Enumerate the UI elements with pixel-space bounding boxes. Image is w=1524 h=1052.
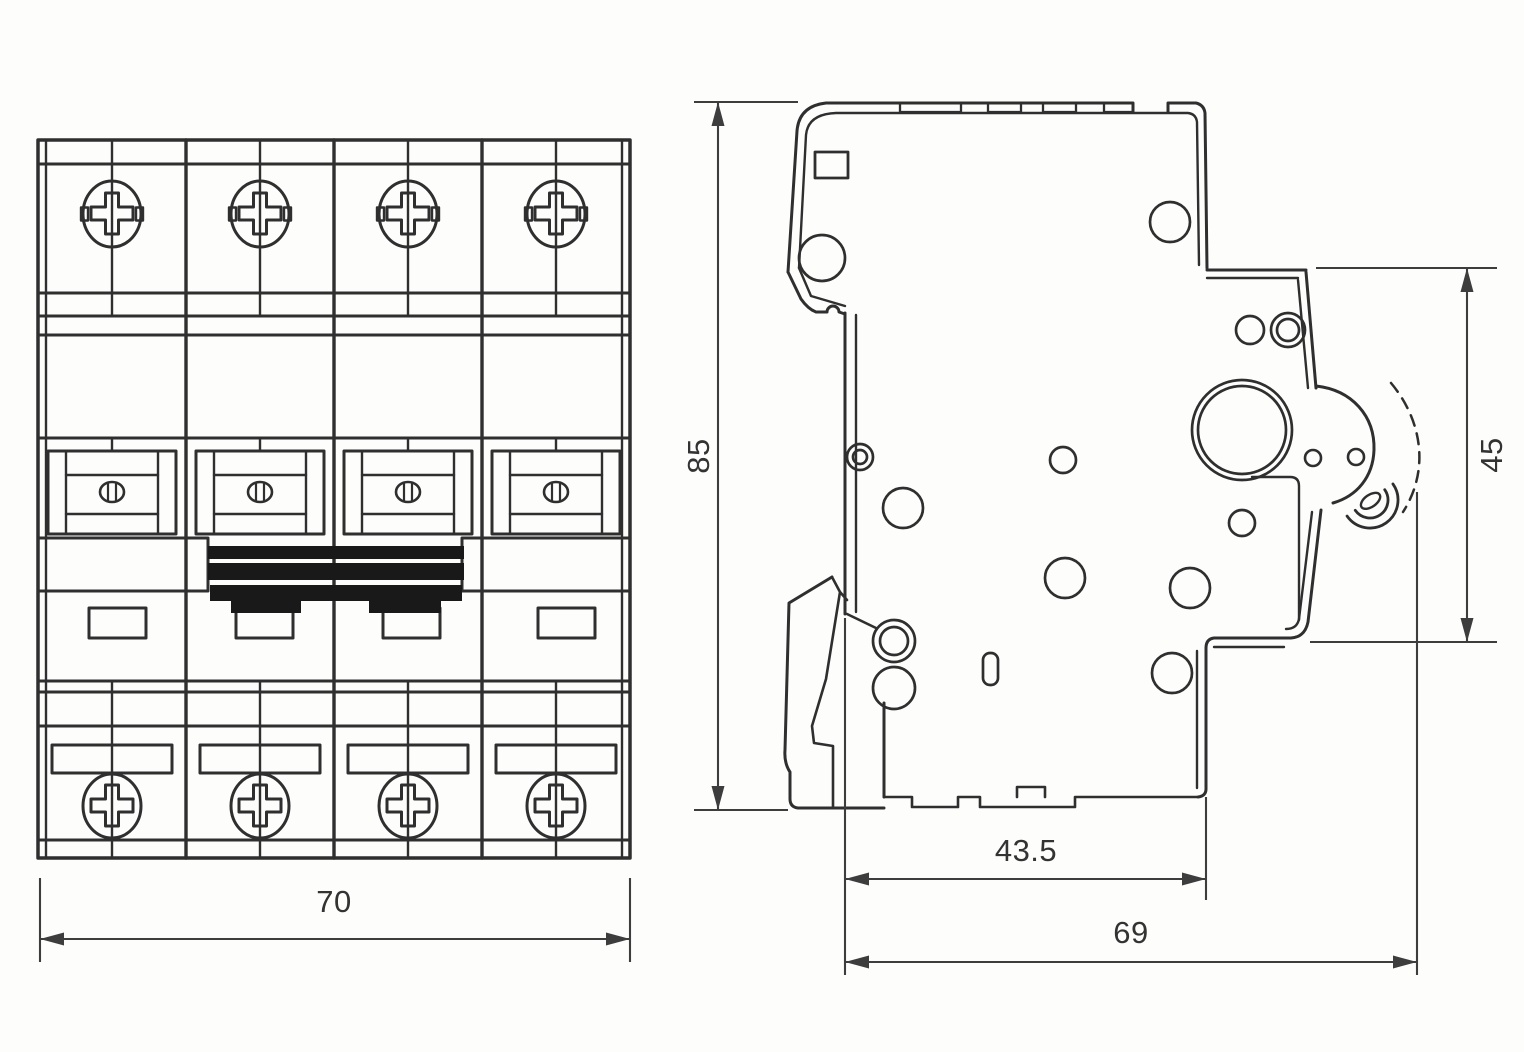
pole-centerlines bbox=[110, 138, 558, 860]
profile-top-outer bbox=[786, 101, 1209, 274]
pole-dividers bbox=[184, 138, 484, 860]
arrow-right-icon bbox=[606, 932, 630, 946]
handle-band-lines bbox=[36, 536, 632, 593]
lower-section-lines bbox=[36, 679, 632, 728]
screw-icon bbox=[375, 179, 441, 249]
hole bbox=[881, 486, 925, 530]
extension-lines bbox=[38, 878, 632, 962]
hole bbox=[1269, 311, 1307, 349]
bottom-face-pads bbox=[882, 785, 1199, 809]
dim-69-label: 69 bbox=[1113, 915, 1148, 950]
toggle-tab bbox=[231, 600, 301, 613]
extension-lines bbox=[1310, 266, 1497, 644]
terminal-block bbox=[490, 449, 622, 536]
internal-plate-line bbox=[1250, 475, 1301, 622]
mechanism-boss bbox=[1196, 384, 1288, 476]
hole bbox=[1048, 445, 1078, 475]
hole bbox=[851, 448, 869, 466]
back-step-hook bbox=[786, 270, 847, 316]
terminal-block bbox=[194, 449, 326, 536]
arrow-left-icon bbox=[845, 955, 869, 969]
hole bbox=[1043, 556, 1087, 600]
hole bbox=[871, 665, 917, 711]
dim-43-5-label: 43.5 bbox=[995, 833, 1057, 868]
mechanism-boss bbox=[1190, 378, 1294, 482]
toggle-swing-arc bbox=[1389, 381, 1421, 514]
hole bbox=[1148, 200, 1192, 244]
arrow-down-icon bbox=[711, 786, 725, 810]
indicator-window bbox=[536, 606, 597, 640]
hole bbox=[871, 618, 917, 664]
hole bbox=[1227, 508, 1257, 538]
arrow-right-icon bbox=[1182, 872, 1206, 886]
extension-lines bbox=[843, 618, 1208, 900]
screw-icon bbox=[523, 179, 589, 249]
screw-icon bbox=[79, 179, 145, 249]
extension-lines bbox=[843, 492, 1419, 975]
toggle-tab bbox=[369, 600, 441, 613]
hole bbox=[1150, 651, 1194, 695]
toggle-handle bbox=[208, 546, 464, 613]
dim-85-label: 85 bbox=[681, 438, 716, 473]
hole bbox=[878, 625, 910, 657]
vent-slots bbox=[898, 101, 1135, 114]
terminal-block bbox=[342, 449, 474, 536]
toggle-pin-hole bbox=[1303, 448, 1323, 468]
front-lower-inner bbox=[1195, 510, 1314, 790]
back-edge-jog bbox=[845, 612, 878, 630]
arrow-left-icon bbox=[845, 872, 869, 886]
upper-section-lines bbox=[36, 291, 632, 337]
terminal-blocks bbox=[46, 449, 622, 536]
front-upper-inner bbox=[1205, 276, 1310, 390]
rivet-holes bbox=[797, 200, 1307, 711]
hole bbox=[1275, 317, 1301, 343]
rating-window bbox=[813, 150, 850, 180]
bottom-screws bbox=[81, 772, 587, 840]
dimension-overall-depth: 69 bbox=[843, 492, 1419, 975]
front-view bbox=[36, 138, 632, 860]
hole bbox=[1234, 314, 1266, 346]
dimension-base-depth: 43.5 bbox=[843, 618, 1208, 900]
toggle-pivot-clip bbox=[1345, 482, 1400, 530]
front-lower-outer bbox=[1196, 508, 1323, 799]
indicator-window bbox=[87, 606, 148, 640]
dim-45-label: 45 bbox=[1474, 437, 1509, 472]
hole bbox=[1168, 566, 1212, 610]
front-housing-inner-sides bbox=[44, 138, 624, 860]
screw-icon bbox=[229, 772, 291, 840]
arrow-left-icon bbox=[40, 932, 64, 946]
dimension-front-face-height: 45 bbox=[1310, 266, 1509, 644]
screw-icon bbox=[377, 772, 439, 840]
dim-70-label: 70 bbox=[316, 884, 351, 919]
dimensions: 70 85 45 43.5 bbox=[38, 100, 1509, 975]
terminal-block bbox=[46, 449, 178, 536]
dimension-front-width: 70 bbox=[38, 878, 632, 962]
front-upper-outer bbox=[1205, 268, 1318, 390]
profile-top-inner bbox=[797, 111, 1201, 270]
toggle-bulge bbox=[1314, 384, 1376, 505]
back-step-inner bbox=[797, 266, 847, 308]
toggle-pin-hole bbox=[1346, 447, 1366, 467]
top-screws bbox=[79, 179, 589, 249]
indicator-windows bbox=[87, 606, 597, 640]
hole bbox=[845, 442, 875, 472]
hole bbox=[797, 233, 847, 283]
screw-icon bbox=[227, 179, 293, 249]
din-rail-clip bbox=[783, 575, 886, 810]
arrow-up-icon bbox=[1460, 268, 1474, 292]
arrow-down-icon bbox=[1460, 618, 1474, 642]
extension-lines bbox=[694, 100, 798, 812]
dimension-overall-height: 85 bbox=[681, 100, 798, 812]
arrow-up-icon bbox=[711, 102, 725, 126]
side-view bbox=[783, 101, 1421, 810]
screw-icon bbox=[525, 772, 587, 840]
screw-icon bbox=[81, 772, 143, 840]
slot-hole bbox=[981, 651, 1000, 687]
arrow-right-icon bbox=[1393, 955, 1417, 969]
